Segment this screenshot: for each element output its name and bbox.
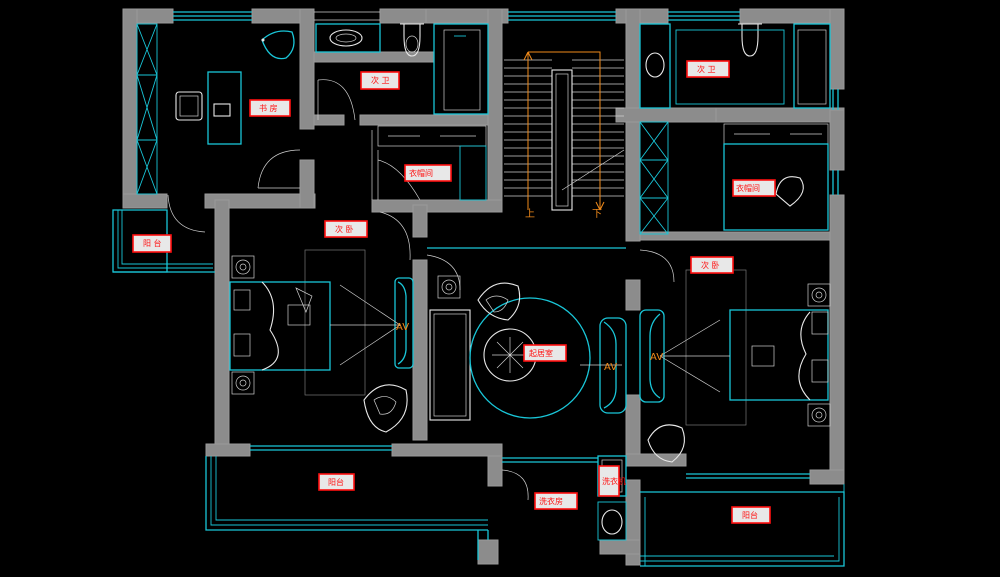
svg-text:次 卫: 次 卫 [697, 64, 716, 74]
svg-text:洗衣机: 洗衣机 [602, 476, 626, 486]
svg-text:衣帽间: 衣帽间 [409, 168, 433, 178]
svg-text:阳台: 阳台 [742, 510, 758, 520]
svg-text:次 卧: 次 卧 [335, 224, 354, 234]
svg-text:起居室: 起居室 [529, 348, 553, 358]
svg-text:阳台: 阳台 [328, 477, 344, 487]
svg-text:书 房: 书 房 [259, 103, 278, 113]
room-label-closet-2: 衣帽间 [732, 179, 776, 197]
staircase [504, 51, 625, 211]
room-label-balcony-bottom: 阳台 [318, 473, 355, 491]
walls [122, 8, 845, 566]
room-label-bedroom-right: 次 卧 [690, 256, 734, 274]
svg-text:阳 台: 阳 台 [143, 238, 162, 248]
svg-text:AV: AV [650, 352, 663, 363]
room-label-balcony-right: 阳台 [731, 506, 771, 524]
room-label-living: 起居室 [523, 344, 567, 362]
stair-up-label: 上 [525, 208, 535, 220]
room-label-balcony-left: 阳 台 [132, 234, 172, 253]
bath-2-fixtures [639, 23, 831, 109]
room-label-closet-1: 衣帽间 [404, 164, 452, 182]
living-room-furniture: AV [426, 254, 627, 421]
room-label-laundry: 洗衣房 [534, 492, 578, 510]
svg-text:次 卫: 次 卫 [371, 75, 390, 85]
svg-text:衣帽间: 衣帽间 [736, 183, 760, 193]
room-label-bath-2: 次 卫 [686, 60, 730, 78]
closet-2-fixtures [639, 121, 829, 235]
stair-down-label: 下 [592, 209, 602, 220]
windows [112, 11, 845, 567]
left-bedroom-furniture: AV [229, 211, 414, 433]
svg-text:AV: AV [604, 362, 617, 373]
svg-text:次 卧: 次 卧 [701, 260, 720, 270]
bath-1-fixtures [315, 23, 489, 121]
right-bedroom-furniture: AV [639, 249, 831, 463]
room-label-study: 书 房 [249, 99, 291, 117]
room-label-bedroom-left: 次 卧 [324, 220, 368, 238]
room-label-bath-1: 次 卫 [360, 71, 400, 90]
study-furniture [136, 23, 301, 233]
svg-text:洗衣房: 洗衣房 [539, 496, 563, 506]
closet-1-fixtures [371, 125, 487, 201]
room-label-washer: 洗衣机 [598, 465, 626, 497]
svg-text:AV: AV [396, 322, 409, 333]
